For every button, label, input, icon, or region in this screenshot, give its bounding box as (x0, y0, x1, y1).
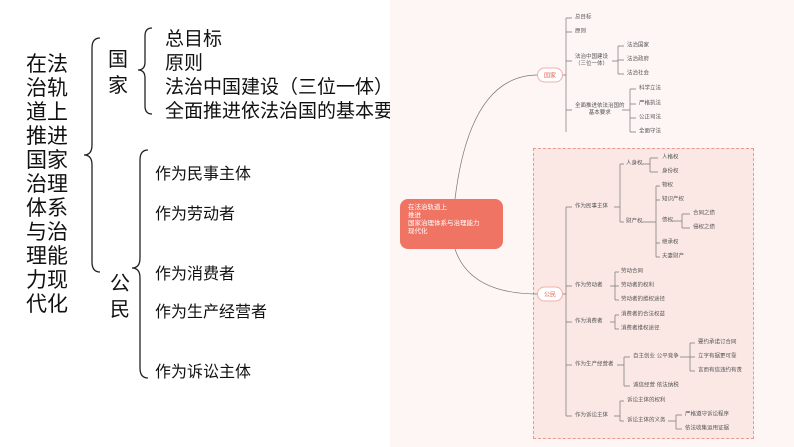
title-line: 力现 (26, 268, 68, 292)
title-line: 体系 (26, 196, 68, 220)
node[interactable]: 法治社会 (627, 70, 650, 77)
node[interactable]: 劳动者的维权途径 (621, 296, 666, 303)
node[interactable]: 劳动者的权利 (621, 282, 655, 289)
node[interactable]: 总目标 (575, 14, 592, 21)
guojia-item: 全面推进依法治国的基本要求 (165, 100, 413, 122)
node[interactable]: 作为生产经营者 (575, 361, 614, 368)
node[interactable]: 合同之债 (693, 210, 716, 217)
gongmin-item: 作为诉讼主体 (155, 362, 252, 381)
main-title: 在法治轨道上推进国家治理体系与治理能力现代化 (26, 52, 68, 316)
node[interactable]: 债权 (662, 217, 674, 224)
node[interactable]: 全面守法 (639, 128, 662, 135)
node[interactable]: 严格执法 (639, 100, 662, 107)
node[interactable]: 财产权 (626, 218, 643, 225)
node[interactable]: 诉讼主体的义务 (627, 417, 666, 424)
node[interactable]: 夫妻财产 (662, 253, 685, 260)
node[interactable]: 诚信经营 依法纳税 (633, 382, 679, 389)
gongmin-item: 作为消费者 (155, 264, 236, 283)
node[interactable]: 公正司法 (639, 114, 662, 121)
title-line: 代化 (26, 292, 68, 316)
title-line: 推进 (26, 124, 68, 148)
node[interactable]: 法治中国建设 （三位一体） (575, 54, 609, 67)
node[interactable]: 法治政府 (627, 56, 650, 63)
title-line: 理能 (26, 244, 68, 268)
guojia-item: 原则 (165, 52, 204, 74)
node[interactable]: 法治国家 (627, 42, 650, 49)
node[interactable]: 人身权 (626, 160, 643, 167)
title-line: 治轨 (26, 76, 68, 100)
node[interactable]: 科学立法 (639, 85, 662, 92)
gongmin-node[interactable]: 公民 (537, 286, 564, 302)
center-node[interactable]: 在法治轨道上 推进 国家治理体系与治理能力 现代化 (400, 199, 503, 249)
node[interactable]: 全面推进依法治国的 基本要求 (575, 103, 625, 116)
gongmin-item: 作为生产经营者 (155, 302, 268, 321)
guojia-item: 总目标 (165, 28, 223, 50)
outline-brackets (83, 27, 153, 379)
gongmin-group-box (533, 148, 754, 439)
node[interactable]: 作为诉讼主体 (575, 412, 609, 419)
node[interactable]: 作为民事主体 (575, 203, 609, 210)
node[interactable]: 依法收集运用证据 (685, 425, 730, 432)
guojia-item: 法治中国建设（三位一体） (165, 76, 394, 98)
gongmin-label: 公民 (110, 271, 130, 321)
node[interactable]: 消费者的合法权益 (621, 311, 666, 318)
title-line: 在法 (26, 52, 68, 76)
node[interactable]: 言而有信违约有责 (698, 367, 743, 374)
node[interactable]: 身份权 (662, 168, 679, 175)
guojia-node[interactable]: 国家 (537, 67, 564, 83)
node[interactable]: 原则 (575, 28, 587, 35)
title-line: 国家 (26, 148, 68, 172)
node[interactable]: 要约承诺订合同 (698, 339, 737, 346)
node[interactable]: 自主创业 公平竞争 (633, 353, 679, 360)
node[interactable]: 继承权 (662, 239, 679, 246)
node[interactable]: 作为劳动者 (575, 282, 603, 289)
node[interactable]: 立字有据更可靠 (698, 353, 737, 360)
guojia-label: 国家 (108, 47, 128, 97)
node[interactable]: 严格遵守诉讼程序 (685, 411, 730, 418)
node[interactable]: 物权 (662, 182, 674, 189)
node[interactable]: 知识产权 (662, 196, 685, 203)
title-line: 与治 (26, 220, 68, 244)
node[interactable]: 消费者维权途径 (621, 325, 660, 332)
gongmin-item: 作为劳动者 (155, 204, 236, 223)
node[interactable]: 诉讼主体的权利 (627, 397, 666, 404)
title-line: 治理 (26, 172, 68, 196)
node[interactable]: 作为消费者 (575, 318, 603, 325)
gongmin-item: 作为民事主体 (155, 164, 252, 183)
node[interactable]: 劳动合同 (621, 268, 644, 275)
title-line: 道上 (26, 100, 68, 124)
node[interactable]: 侵权之债 (693, 224, 716, 231)
node[interactable]: 人格权 (662, 154, 679, 161)
